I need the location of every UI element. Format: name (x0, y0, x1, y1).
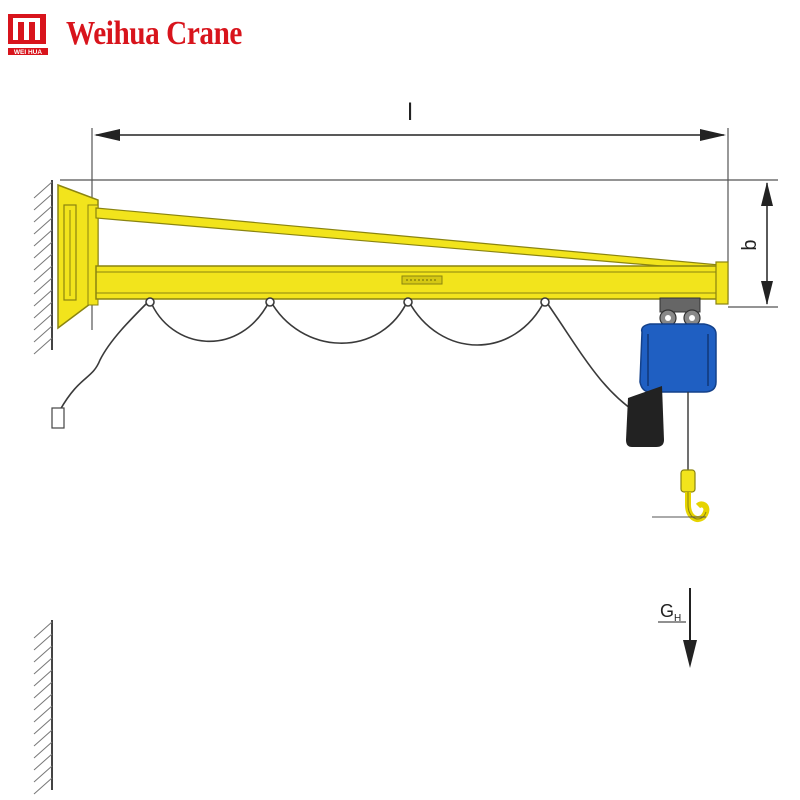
wall-hatch-line (33, 657, 53, 675)
wall-hatch-line (33, 289, 53, 307)
wall-hatch-line (33, 337, 53, 355)
wall-hatch-line (33, 645, 53, 663)
span-dimension: l (94, 99, 726, 141)
height-label: b (739, 239, 761, 250)
brand-header: WEI HUA Weihua Crane (6, 12, 271, 56)
wall (33, 180, 53, 795)
wall-hatch-line (33, 217, 53, 235)
wall-hatch-line (33, 693, 53, 711)
wall-hatch-line (33, 741, 53, 759)
wall-hatch-line (33, 681, 53, 699)
wall-hatch-line (33, 193, 53, 211)
wall-hatch-line (33, 717, 53, 735)
span-label: l (407, 99, 412, 126)
wall-hatch-line (33, 325, 53, 343)
wall-hatch-line (33, 633, 53, 651)
load-arrow: GH (658, 588, 697, 668)
wall-hatch-line (33, 729, 53, 747)
wall-hatch-line (33, 265, 53, 283)
wall-hatch-line (33, 705, 53, 723)
festoon-cable (59, 297, 641, 416)
tie-rod (95, 207, 721, 272)
wall-hatch-line (33, 669, 53, 687)
wall-hatch-line (33, 277, 53, 295)
wall-hatch-line (33, 205, 53, 223)
height-dimension: b (739, 182, 773, 305)
wall-hatch-line (33, 777, 53, 795)
electric-hoist (626, 297, 717, 470)
wall-hatch-line (33, 765, 53, 783)
brand-name: Weihua Crane (66, 15, 242, 52)
wall-hatch-line (33, 229, 53, 247)
wall-hatch-line (33, 753, 53, 771)
wall-hatch-line (33, 301, 53, 319)
logo-text: WEI HUA (14, 49, 42, 56)
wall-hatch-line (33, 241, 53, 259)
wall-hatch-line (33, 253, 53, 271)
hook (652, 469, 710, 522)
load-label: GH (660, 601, 681, 624)
wall-hatch-line (33, 621, 53, 639)
wall-hatch-line (33, 181, 53, 199)
wall-hatch-line (33, 313, 53, 331)
switch-box (51, 407, 65, 429)
weihua-logo-icon: WEI HUA (6, 12, 58, 56)
jib-arm (95, 261, 729, 305)
